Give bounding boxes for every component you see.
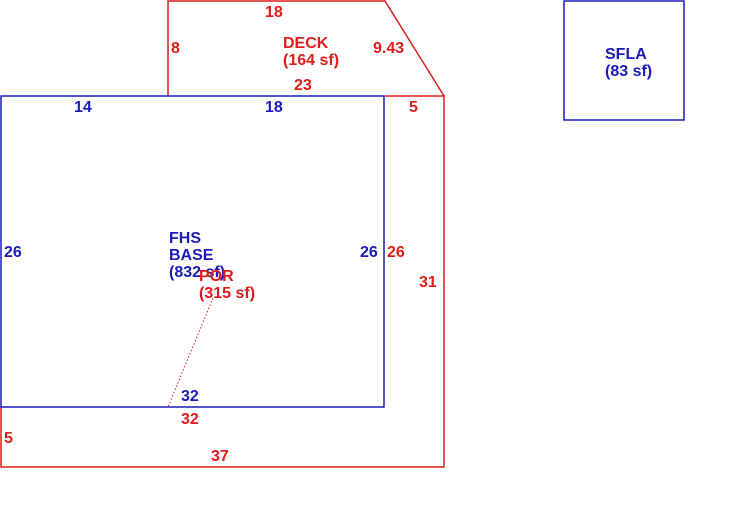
fhs-dim-bottom: 32 — [181, 388, 199, 405]
deck-dim-bottom: 23 — [294, 77, 312, 94]
por-name: POR — [199, 268, 234, 285]
fhs-dim-right: 26 — [360, 244, 378, 261]
deck-name: DECK — [283, 35, 329, 52]
fhs-base-outline — [0, 95, 385, 408]
por-dim-bottom: 37 — [211, 448, 229, 465]
deck-area: (164 sf) — [283, 52, 339, 69]
por-leader-line — [167, 297, 214, 408]
sfla-outline — [563, 0, 685, 121]
por-dim-top: 5 — [409, 99, 418, 116]
por-dim-left: 5 — [4, 430, 13, 447]
fhs-base-name-line2: BASE — [169, 247, 214, 264]
por-dim-right-upper: 26 — [387, 244, 405, 261]
deck-dim-top: 18 — [265, 4, 283, 21]
por-dim-right: 31 — [419, 274, 437, 291]
deck-dim-left: 8 — [171, 40, 180, 57]
sfla-area: (83 sf) — [605, 63, 652, 80]
deck-dim-diagonal: 9.43 — [373, 40, 404, 57]
por-outline — [0, 95, 445, 468]
por-area: (315 sf) — [199, 285, 255, 302]
fhs-base-name-line1: FHS — [169, 230, 201, 247]
deck-outline — [167, 0, 445, 97]
fhs-dim-top-left: 14 — [74, 99, 92, 116]
fhs-dim-left: 26 — [4, 244, 22, 261]
sfla-name: SFLA — [605, 46, 647, 63]
por-dim-bottom-inner: 32 — [181, 411, 199, 428]
fhs-base-area: (832 sf) — [169, 264, 225, 281]
fhs-dim-top-right: 18 — [265, 99, 283, 116]
